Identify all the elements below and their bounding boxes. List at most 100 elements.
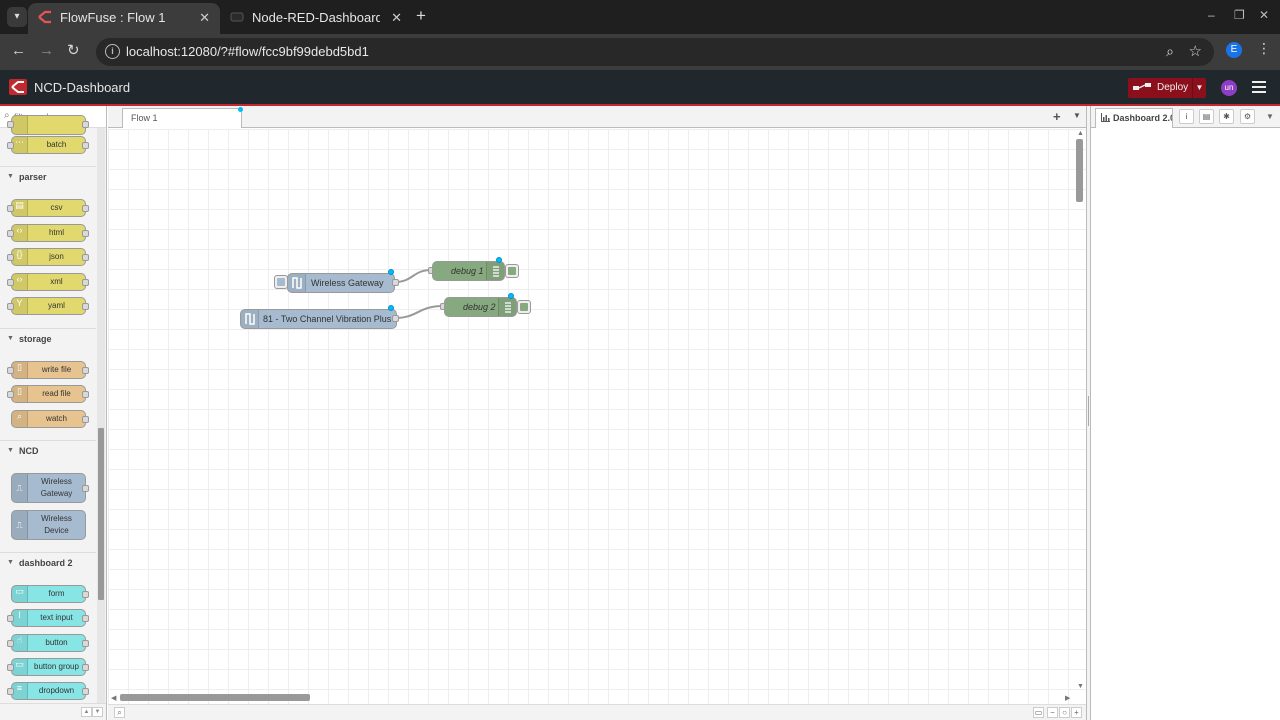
palette-node-top-partial[interactable] bbox=[11, 115, 86, 135]
palette-node-form[interactable]: ▭ form bbox=[11, 585, 86, 603]
deploy-button[interactable]: Deploy ▼ bbox=[1128, 78, 1206, 98]
close-window-icon[interactable]: ✕ bbox=[1259, 8, 1270, 22]
palette-node-label: Wireless Device bbox=[41, 514, 72, 535]
palette-node-yaml[interactable]: Y yaml bbox=[11, 297, 86, 315]
debug-toggle-button[interactable] bbox=[505, 264, 519, 278]
palette-category-parser[interactable]: ▼ parser bbox=[0, 166, 96, 188]
workspace-footer: ⌕ ▭ − ○ + bbox=[108, 704, 1086, 720]
profile-avatar[interactable]: E bbox=[1226, 42, 1242, 58]
browser-tab-flowfuse[interactable]: FlowFuse : Flow 1 ✕ bbox=[28, 3, 220, 34]
palette-node-read-file[interactable]: ▯ read file bbox=[11, 385, 86, 403]
scroll-up-icon[interactable]: ▲ bbox=[1077, 130, 1084, 137]
site-info-icon[interactable]: i bbox=[105, 44, 120, 59]
palette-node-label: text input bbox=[40, 613, 73, 622]
gear-icon[interactable]: ⚙ bbox=[1240, 109, 1255, 124]
palette-node-button-group[interactable]: ▭ button group bbox=[11, 658, 86, 676]
flow-node-wireless-gateway[interactable]: Wireless Gateway bbox=[287, 273, 395, 293]
new-tab-button[interactable]: + bbox=[416, 6, 426, 25]
browser-menu-icon[interactable]: ⋮ bbox=[1257, 40, 1271, 56]
main-menu-icon[interactable] bbox=[1252, 81, 1266, 93]
palette-node-json[interactable]: {} json bbox=[11, 248, 86, 266]
palette-node-write-file[interactable]: ▯ write file bbox=[11, 361, 86, 379]
flow-node-debug-1[interactable]: debug 1 bbox=[432, 261, 505, 281]
collapse-all-icon[interactable]: ▲ bbox=[81, 707, 92, 717]
forward-arrow-icon[interactable]: → bbox=[39, 42, 54, 59]
app-title: NCD-Dashboard bbox=[34, 80, 131, 95]
flow-node-debug-2[interactable]: debug 2 bbox=[444, 297, 517, 317]
navigator-icon[interactable]: ▭ bbox=[1033, 707, 1044, 718]
yaml-icon: Y bbox=[12, 298, 28, 314]
palette-category-storage[interactable]: ▼ storage bbox=[0, 328, 96, 350]
search-flows-icon[interactable]: ⌕ bbox=[114, 707, 125, 718]
tab-dashboard-2[interactable]: Dashboard 2.0 bbox=[1095, 108, 1173, 128]
palette-scrollbar-thumb[interactable] bbox=[98, 428, 104, 600]
minimize-icon[interactable]: – bbox=[1208, 8, 1215, 22]
node-output-port[interactable] bbox=[392, 315, 399, 322]
scroll-right-icon[interactable]: ▶ bbox=[1065, 695, 1071, 702]
palette-node-xml[interactable]: ‹› xml bbox=[11, 273, 86, 291]
hand-pointer-icon: ☝ bbox=[12, 635, 28, 651]
restore-icon[interactable]: ❐ bbox=[1234, 8, 1245, 22]
vertical-scrollbar-thumb[interactable] bbox=[1076, 139, 1083, 202]
back-arrow-icon[interactable]: ← bbox=[11, 42, 26, 59]
category-label: NCD bbox=[19, 446, 39, 456]
flow-canvas[interactable]: Wireless Gateway 81 - Two Channel Vibrat… bbox=[108, 129, 1086, 704]
bug-icon[interactable]: ✱ bbox=[1219, 109, 1234, 124]
deploy-menu-chevron-icon[interactable]: ▼ bbox=[1192, 78, 1206, 98]
palette-node-html[interactable]: ‹› html bbox=[11, 224, 86, 242]
canvas-vertical-scrollbar[interactable] bbox=[1075, 136, 1085, 691]
address-bar[interactable]: i localhost:12080/?#flow/fcc9bf99debd5bd… bbox=[96, 38, 1214, 66]
palette-category-ncd[interactable]: ▼ NCD bbox=[0, 440, 96, 462]
node-output-port bbox=[82, 279, 89, 286]
user-avatar[interactable]: un bbox=[1221, 80, 1237, 96]
palette-node-label: write file bbox=[41, 365, 72, 374]
scroll-down-icon[interactable]: ▼ bbox=[1077, 683, 1084, 690]
node-output-port[interactable] bbox=[392, 279, 399, 286]
palette-node-text-input[interactable]: I text input bbox=[11, 609, 86, 627]
zoom-icon[interactable]: ⌕ bbox=[1166, 43, 1174, 59]
palette-category-dashboard-2[interactable]: ▼ dashboard 2 bbox=[0, 552, 96, 574]
add-flow-icon[interactable]: + bbox=[1053, 109, 1061, 124]
node-inject-button[interactable] bbox=[274, 275, 288, 289]
info-icon[interactable]: i bbox=[1179, 109, 1194, 124]
bookmark-star-icon[interactable]: ☆ bbox=[1188, 43, 1202, 60]
palette-node-csv[interactable]: ▤ csv bbox=[11, 199, 86, 217]
file-icon: ▯ bbox=[12, 386, 28, 402]
sidebar-menu-chevron-icon[interactable]: ▼ bbox=[1266, 112, 1274, 121]
palette-node-wireless-device[interactable]: ⎍ Wireless Device bbox=[11, 510, 86, 540]
palette-scrollbar[interactable] bbox=[97, 128, 105, 703]
sidebar-resize-handle[interactable] bbox=[1086, 106, 1091, 720]
flow-list-chevron-icon[interactable]: ▼ bbox=[1073, 111, 1081, 120]
horizontal-scrollbar-thumb[interactable] bbox=[120, 694, 310, 701]
tab-search-button[interactable]: ▾ bbox=[7, 7, 27, 27]
close-tab-icon[interactable]: ✕ bbox=[199, 10, 210, 25]
browser-tab-dashboard[interactable]: Node-RED-Dashboard-III ✕ bbox=[220, 3, 412, 34]
search-icon: ⌕ bbox=[4, 110, 10, 121]
zoom-reset-icon[interactable]: ○ bbox=[1059, 707, 1070, 718]
canvas-horizontal-scrollbar[interactable] bbox=[108, 692, 1076, 703]
debug-toggle-button[interactable] bbox=[517, 300, 531, 314]
changed-indicator bbox=[508, 293, 514, 299]
tab-flow-1[interactable]: Flow 1 bbox=[122, 107, 243, 128]
flow-node-two-channel-vibration[interactable]: 81 - Two Channel Vibration Plus bbox=[240, 309, 397, 329]
palette-node-watch[interactable]: ⌕ watch bbox=[11, 410, 86, 428]
scroll-left-icon[interactable]: ◀ bbox=[111, 695, 117, 702]
palette-node-wireless-gateway[interactable]: ⎍ Wireless Gateway bbox=[11, 473, 86, 503]
node-icon bbox=[12, 116, 28, 134]
node-label: 81 - Two Channel Vibration Plus bbox=[263, 314, 392, 324]
palette-node-dropdown[interactable]: ≡ dropdown bbox=[11, 682, 86, 700]
reload-icon[interactable]: ↻ bbox=[67, 42, 80, 59]
zoom-in-icon[interactable]: + bbox=[1071, 707, 1082, 718]
expand-all-icon[interactable]: ▼ bbox=[92, 707, 103, 717]
palette-node-button[interactable]: ☝ button bbox=[11, 634, 86, 652]
book-icon[interactable]: ▤ bbox=[1199, 109, 1214, 124]
close-tab-icon[interactable]: ✕ bbox=[391, 10, 402, 25]
node-input-port bbox=[7, 303, 14, 310]
zoom-out-icon[interactable]: − bbox=[1047, 707, 1058, 718]
palette-node-label: yaml bbox=[48, 301, 65, 310]
url-text[interactable]: localhost:12080/?#flow/fcc9bf99debd5bd1 bbox=[126, 44, 369, 59]
json-icon: {} bbox=[12, 249, 28, 265]
text-cursor-icon: I bbox=[12, 610, 28, 626]
collapse-chevron-icon: ▼ bbox=[7, 447, 14, 454]
palette-node-batch[interactable]: ⋯ batch bbox=[11, 136, 86, 154]
